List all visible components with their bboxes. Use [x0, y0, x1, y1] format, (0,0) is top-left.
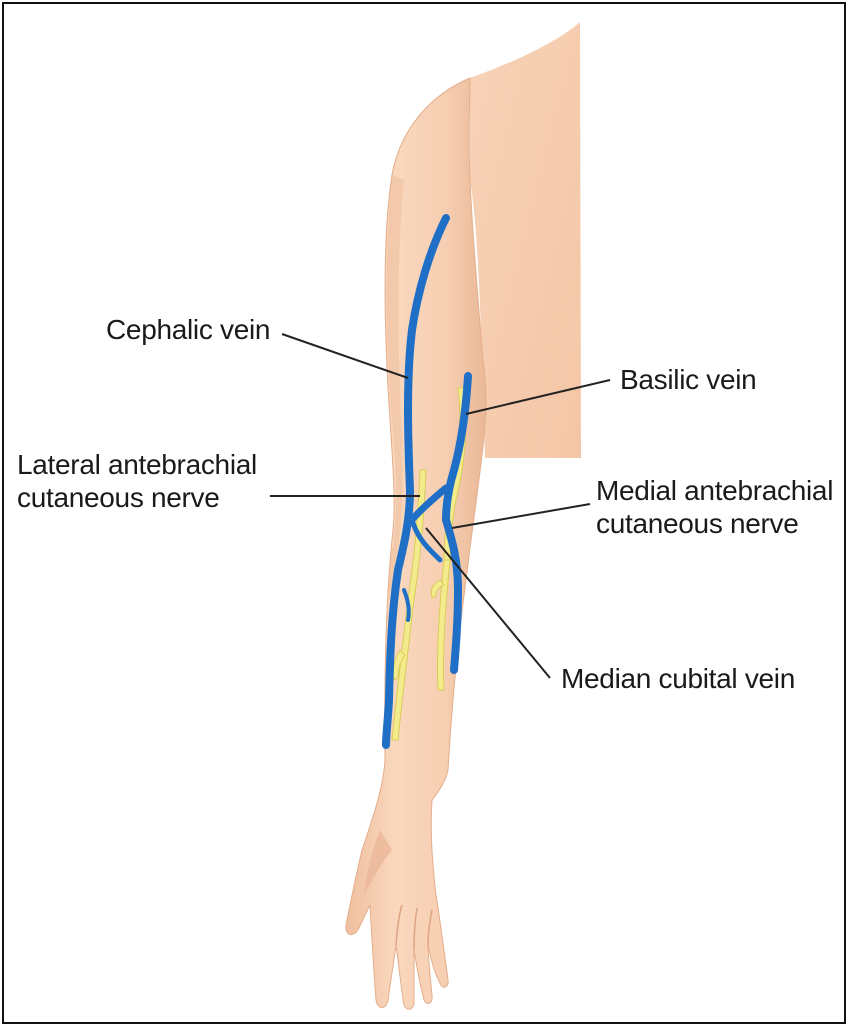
label-lateral-antebrachial-cutaneous-nerve: Lateral antebrachial cutaneous nerve [17, 448, 257, 514]
label-median-cubital-vein: Median cubital vein [561, 662, 795, 695]
label-medial-antebrachial-cutaneous-nerve: Medial antebrachial cutaneous nerve [596, 474, 833, 540]
label-cephalic-vein: Cephalic vein [106, 313, 270, 346]
label-basilic-vein: Basilic vein [620, 363, 756, 396]
torso-shape [470, 22, 581, 458]
